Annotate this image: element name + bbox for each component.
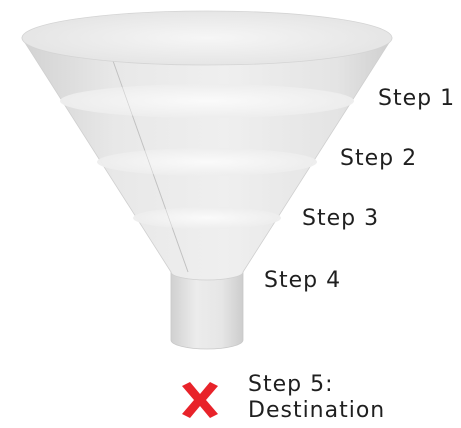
funnel-band-3 (133, 207, 281, 229)
step-3-label: Step 3 (302, 208, 379, 230)
destination-line-2: Destination (248, 398, 385, 424)
funnel-band-2 (97, 148, 317, 176)
step-4-label: Step 4 (264, 270, 341, 292)
funnel-rim (22, 11, 392, 65)
step-2-label: Step 2 (340, 148, 417, 170)
destination-line-1: Step 5: (248, 372, 385, 398)
red-x-icon (178, 380, 222, 420)
funnel-spout (171, 270, 243, 349)
step-1-label: Step 1 (378, 88, 455, 110)
funnel-band-1 (60, 84, 354, 118)
destination-label: Step 5: Destination (248, 372, 385, 424)
